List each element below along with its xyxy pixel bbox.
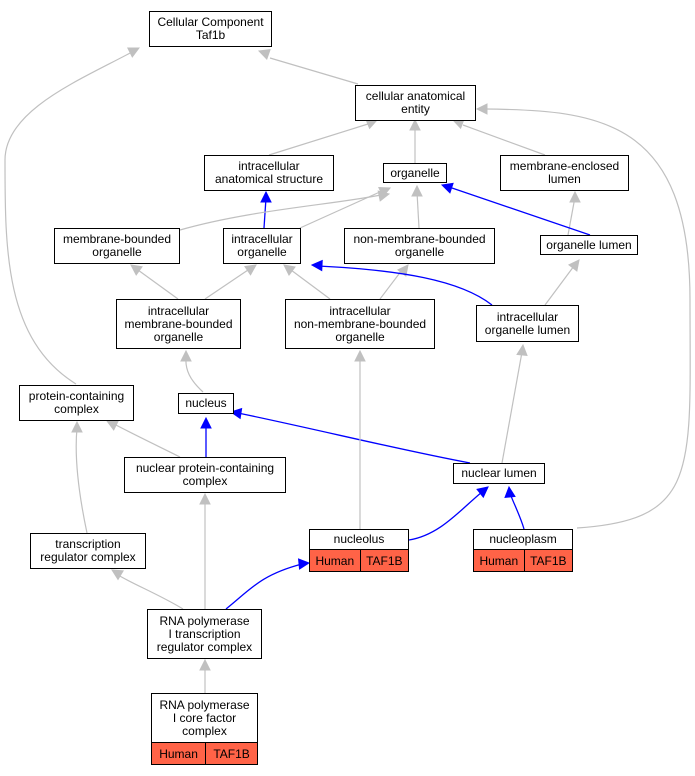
edge-imbo-to-io	[204, 269, 249, 300]
node-membrane-bounded-organelle[interactable]: membrane-bounded organelle	[54, 228, 180, 264]
node-nuclear-protein-containing-complex[interactable]: nuclear protein-containing complex	[124, 457, 286, 493]
edge-pcc-to-cc-arrowhead	[127, 47, 141, 58]
edge-imbo-to-mbo-arrowhead	[130, 264, 143, 276]
edge-ias-to-cae	[268, 123, 369, 156]
edge-cae-to-cc-arrowhead	[257, 48, 271, 60]
edge-iol-to-io-arrowhead	[310, 259, 323, 272]
badge-species[interactable]: Human	[474, 550, 524, 571]
node-membrane-enclosed-lumen[interactable]: membrane-enclosed lumen	[500, 155, 629, 191]
node-cellular-component-taf1b[interactable]: Cellular Component Taf1b	[149, 11, 272, 47]
edge-trc-to-pcc	[75, 427, 88, 534]
edge-rpitrc-to-nucleolus-arrowhead	[297, 558, 311, 570]
node-nucleus[interactable]: nucleus	[178, 393, 234, 414]
node-intracellular-anatomical-structure[interactable]: intracellular anatomical structure	[204, 155, 334, 191]
edge-inmbo-to-nmbo-arrowhead	[396, 264, 409, 277]
edge-ol-to-organelle-arrowhead	[440, 182, 454, 194]
edge-ol-to-mel-arrowhead	[569, 190, 581, 203]
edge-nucleolus-to-nl	[408, 491, 483, 541]
node-nuclear-lumen[interactable]: nuclear lumen	[453, 463, 545, 484]
node-non-membrane-bounded-organelle[interactable]: non-membrane-bounded organelle	[344, 228, 495, 264]
edge-io-to-organelle	[299, 190, 383, 229]
annotation-badge-nucleoplasm: Human TAF1B	[473, 550, 573, 572]
edge-npcc-to-nucleus-arrowhead	[200, 416, 212, 429]
edge-mel-to-cae	[462, 124, 546, 156]
node-rna-polymerase-i-transcription-regulator-complex[interactable]: RNA polymerase I transcription regulator…	[147, 609, 262, 659]
edge-pcc-to-cc	[4, 51, 133, 385]
edge-nl-to-iol-arrowhead	[516, 343, 528, 357]
edge-organelle-to-cae-arrowhead	[409, 118, 421, 131]
edge-nl-to-nucleus-arrowhead	[229, 407, 243, 420]
node-cellular-anatomical-entity[interactable]: cellular anatomical entity	[355, 85, 476, 121]
node-transcription-regulator-complex[interactable]: transcription regulator complex	[30, 533, 146, 569]
edge-io-to-organelle-arrowhead	[378, 187, 392, 198]
edge-nucleoplasm-to-cae-arrowhead	[475, 103, 488, 115]
node-intracellular-non-membrane-bounded-organelle[interactable]: intracellular non-membrane-bounded organ…	[285, 299, 435, 349]
edge-io-to-ias	[263, 197, 267, 229]
badge-species[interactable]: Human	[310, 550, 360, 571]
edge-inmbo-to-io	[290, 269, 331, 300]
edge-inmbo-to-nmbo	[379, 269, 403, 300]
node-protein-containing-complex[interactable]: protein-containing complex	[19, 385, 134, 421]
edge-inmbo-to-io-arrowhead	[283, 264, 296, 276]
edge-ol-to-mel	[567, 196, 576, 236]
edge-imbo-to-mbo	[137, 269, 179, 300]
edge-iol-to-ol	[544, 265, 575, 306]
edge-rpicf-to-rpitrc-arrowhead	[199, 658, 211, 671]
edge-ol-to-organelle	[451, 187, 591, 236]
edge-cae-to-cc	[269, 57, 359, 85]
edge-nucleoplasm-to-cae	[483, 108, 691, 529]
edge-npcc-to-pcc-arrowhead	[106, 420, 119, 431]
node-organelle-lumen[interactable]: organelle lumen	[540, 235, 638, 255]
edge-nucleolus-to-nl-arrowhead	[476, 486, 489, 499]
edge-nucleoplasm-to-nl-arrowhead	[504, 485, 516, 499]
edge-rpitrc-to-npcc-arrowhead	[199, 492, 211, 505]
badge-gene[interactable]: TAF1B	[205, 743, 258, 764]
badge-species[interactable]: Human	[152, 743, 206, 764]
edge-trc-to-pcc-arrowhead	[71, 420, 83, 433]
edge-rpitrc-to-trc	[117, 574, 184, 610]
edge-nucleus-to-imbo-arrowhead	[180, 349, 192, 362]
edge-npcc-to-pcc	[113, 423, 181, 458]
edge-nmbo-to-organelle-arrowhead	[411, 184, 423, 197]
node-intracellular-organelle[interactable]: intracellular organelle	[223, 228, 301, 264]
edge-rpitrc-to-nucleolus	[225, 563, 303, 610]
node-rna-polymerase-i-core-factor-complex[interactable]: RNA polymerase I core factor complex	[151, 693, 258, 743]
node-nucleoplasm[interactable]: nucleoplasm	[473, 529, 573, 550]
badge-gene[interactable]: TAF1B	[523, 550, 573, 571]
edge-nl-to-nucleus	[237, 412, 471, 464]
annotation-badge-nucleolus: Human TAF1B	[309, 550, 409, 572]
node-nucleolus[interactable]: nucleolus	[309, 529, 409, 550]
edge-io-to-ias-arrowhead	[260, 190, 272, 203]
annotation-badge-core-factor: Human TAF1B	[151, 743, 258, 765]
node-intracellular-organelle-lumen[interactable]: intracellular organelle lumen	[476, 305, 579, 342]
edge-imbo-to-io-arrowhead	[244, 264, 257, 276]
edge-nucleoplasm-to-nl	[509, 492, 525, 530]
node-organelle[interactable]: organelle	[383, 163, 447, 183]
edge-nucleolus-to-inmbo-arrowhead	[354, 349, 366, 362]
edge-nucleus-to-imbo	[185, 356, 204, 393]
edge-nmbo-to-organelle	[416, 191, 420, 229]
edge-rpitrc-to-trc-arrowhead	[111, 569, 124, 581]
edge-iol-to-io	[317, 265, 493, 306]
badge-gene[interactable]: TAF1B	[359, 550, 409, 571]
edge-nl-to-iol	[501, 351, 523, 464]
edge-iol-to-ol-arrowhead	[567, 259, 580, 272]
node-intracellular-membrane-bounded-organelle[interactable]: intracellular membrane-bounded organelle	[116, 299, 241, 349]
edge-mbo-to-organelle	[179, 194, 382, 231]
